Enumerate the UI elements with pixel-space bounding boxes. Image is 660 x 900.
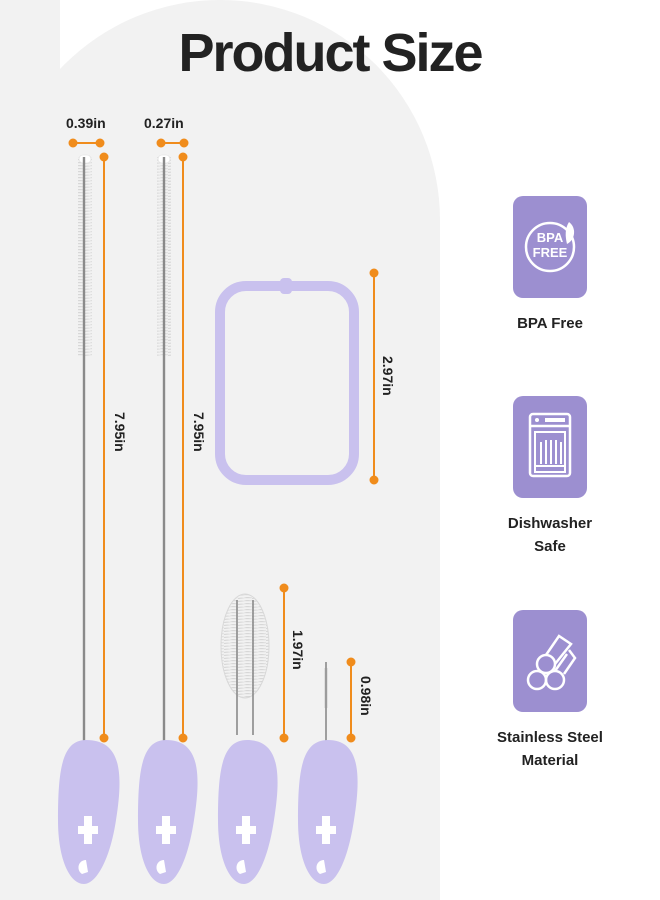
bpa-free-badge: BPA FREE [513, 196, 587, 298]
brush-4-length-label: 0.98in [358, 676, 374, 716]
long-brush-1 [58, 154, 120, 884]
brush-2-length-label: 7.95in [191, 412, 207, 452]
bpa-free-icon [524, 221, 576, 273]
short-brush-3 [218, 593, 278, 884]
stainless-steel-icon [526, 634, 577, 691]
feature-bpa-free: BPA FREE BPA Free [480, 196, 620, 335]
silicone-ring [215, 278, 359, 485]
page-title: Product Size [178, 23, 483, 83]
stainless-steel-badge [513, 610, 587, 712]
dimension-lines [68, 138, 379, 743]
long-brush-2 [138, 154, 198, 884]
feature-stainless-steel: Stainless Steel Material [480, 610, 620, 772]
brush-1-length-label: 7.95in [112, 412, 128, 452]
bpa-badge-text: BPA FREE [532, 230, 568, 260]
brush-1-width-label: 0.39in [66, 115, 106, 131]
feature-label: Dishwasher Safe [507, 515, 593, 555]
feature-dishwasher-safe: Dishwasher Safe [480, 396, 620, 558]
brush-1-handle [58, 740, 120, 884]
brush-2-handle [138, 740, 198, 884]
dishwasher-icon [528, 412, 572, 478]
ring-height-label: 2.97in [380, 356, 396, 396]
feature-label: BPA Free [517, 315, 583, 332]
brush-4-handle [298, 740, 358, 884]
brush-3-length-label: 1.97in [290, 630, 306, 670]
dishwasher-badge [513, 396, 587, 498]
brush-3-handle [218, 740, 278, 884]
mini-brush-4 [298, 662, 358, 884]
brush-2-width-label: 0.27in [144, 115, 184, 131]
feature-label: Stainless Steel Material [497, 729, 603, 769]
